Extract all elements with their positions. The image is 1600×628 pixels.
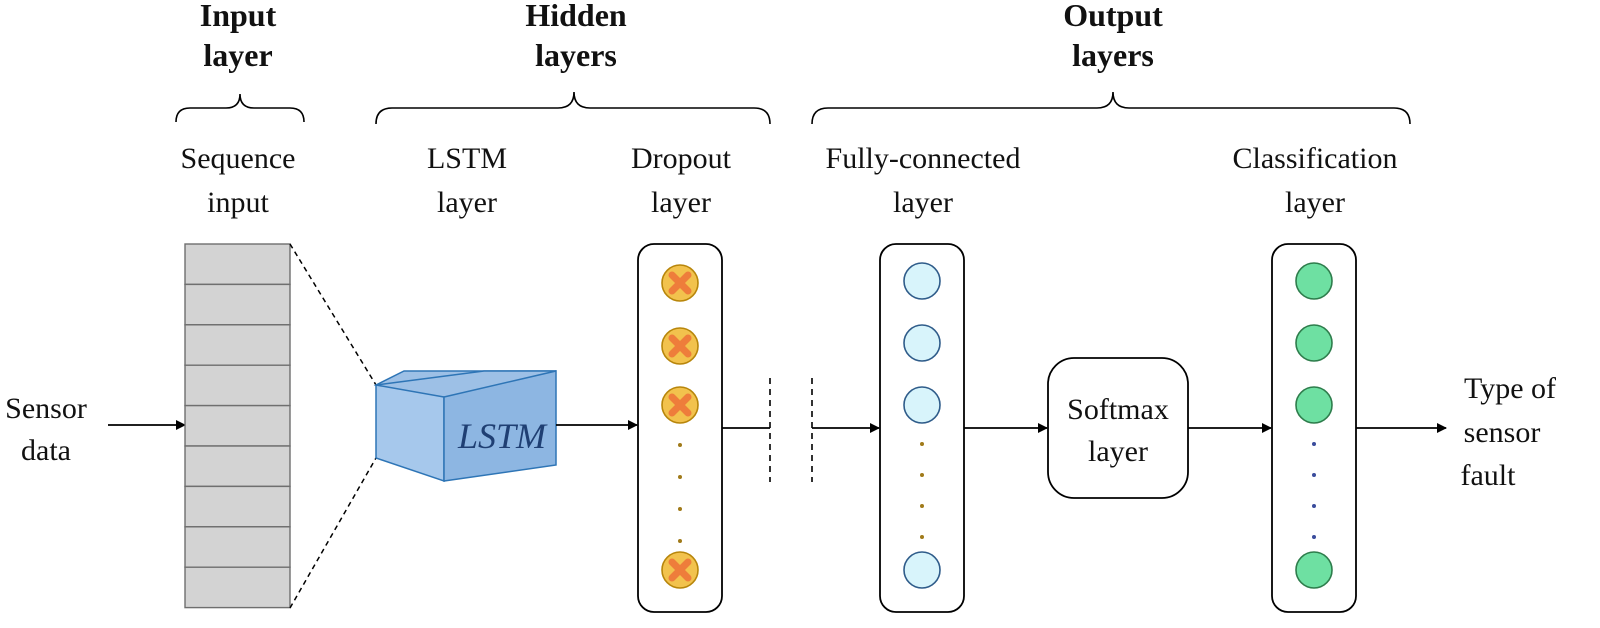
classification-layer-label-line1: Classification bbox=[1233, 142, 1398, 175]
sequence-input-stack bbox=[184, 243, 291, 609]
output-label-line3: fault bbox=[1461, 459, 1517, 492]
hidden-group-title-line2: layers bbox=[535, 37, 617, 73]
lstm-block: LSTM bbox=[373, 370, 557, 483]
ellipsis-dot bbox=[1312, 504, 1316, 508]
sequence-input-cell bbox=[184, 283, 291, 326]
sequence-input-label-line2: input bbox=[207, 186, 269, 219]
ellipsis-dot bbox=[678, 443, 682, 447]
classification-layer-label-line2: layer bbox=[1285, 186, 1345, 219]
fc-neuron bbox=[903, 262, 941, 300]
hidden-group-brace bbox=[375, 91, 771, 125]
classification-neuron bbox=[1295, 551, 1333, 589]
dropout-layer-label-line1: Dropout bbox=[631, 142, 732, 175]
dropped-neuron-x-icon bbox=[661, 327, 699, 365]
output-group-title-line1: Output bbox=[1063, 0, 1163, 33]
lstm-block-label: LSTM bbox=[457, 416, 548, 456]
ellipsis-dot bbox=[920, 535, 924, 539]
sequence-input-label-line1: Sequence bbox=[181, 142, 296, 175]
ellipsis-dot bbox=[678, 475, 682, 479]
ellipsis-dot bbox=[1312, 442, 1316, 446]
lstm-block-top-face-back bbox=[376, 371, 556, 397]
fc-neuron bbox=[903, 551, 941, 589]
classification-neuron bbox=[1295, 386, 1333, 424]
softmax-label-line2: layer bbox=[1088, 435, 1148, 468]
sequence-input-cell bbox=[184, 485, 291, 528]
dropout-units bbox=[661, 264, 699, 589]
projection-line-top bbox=[289, 243, 377, 386]
sequence-input-cell bbox=[184, 324, 291, 366]
classification-neuron bbox=[1295, 324, 1333, 362]
ellipsis-dot bbox=[678, 507, 682, 511]
sensor-data-label-line2: data bbox=[21, 434, 71, 467]
ellipsis-dot bbox=[920, 473, 924, 477]
output-group-title-line2: layers bbox=[1072, 37, 1154, 73]
hidden-group-title-line1: Hidden bbox=[525, 0, 627, 33]
softmax-label-line1: Softmax bbox=[1067, 393, 1169, 426]
softmax-layer-box bbox=[1047, 357, 1189, 499]
sequence-input-cell bbox=[184, 364, 291, 407]
sequence-input-cell bbox=[184, 404, 291, 447]
ellipsis-dot bbox=[920, 442, 924, 446]
sensor-data-label-line1: Sensor bbox=[5, 392, 87, 425]
input-group-title-line1: Input bbox=[200, 0, 277, 33]
classification-neuron bbox=[1295, 262, 1333, 300]
output-group-brace bbox=[811, 91, 1411, 125]
output-label-line1: Type of bbox=[1464, 372, 1556, 405]
ellipsis-dot bbox=[920, 504, 924, 508]
dropped-neuron-x-icon bbox=[661, 551, 699, 589]
lstm-layer-label-line2: layer bbox=[437, 186, 497, 219]
fully-connected-units bbox=[903, 262, 941, 589]
input-group-title-line2: layer bbox=[203, 37, 272, 73]
sequence-input-cell bbox=[184, 445, 291, 488]
dropout-layer-label-line2: layer bbox=[651, 186, 711, 219]
lstm-block-top-edge bbox=[375, 370, 556, 386]
fully-connected-layer-label-line1: Fully-connected bbox=[826, 142, 1021, 175]
fc-neuron bbox=[903, 386, 941, 424]
dropped-neuron-x-icon bbox=[661, 386, 699, 424]
sequence-input-cell bbox=[184, 243, 291, 286]
sequence-input-cell bbox=[184, 566, 291, 609]
output-label-line2: sensor bbox=[1464, 416, 1541, 449]
projection-line-bottom bbox=[289, 457, 377, 609]
lstm-block-front-face bbox=[443, 370, 557, 482]
ellipsis-dot bbox=[678, 539, 682, 543]
ellipsis-dot bbox=[1312, 473, 1316, 477]
lstm-layer-label-line1: LSTM bbox=[427, 142, 507, 175]
lstm-block-left-face bbox=[375, 384, 445, 483]
fc-neuron bbox=[903, 324, 941, 362]
sequence-input-cell bbox=[184, 526, 291, 568]
fully-connected-layer-label-line2: layer bbox=[893, 186, 953, 219]
ellipsis-dot bbox=[1312, 535, 1316, 539]
classification-units bbox=[1295, 262, 1333, 589]
input-group-brace bbox=[175, 93, 305, 123]
dropped-neuron-x-icon bbox=[661, 264, 699, 302]
